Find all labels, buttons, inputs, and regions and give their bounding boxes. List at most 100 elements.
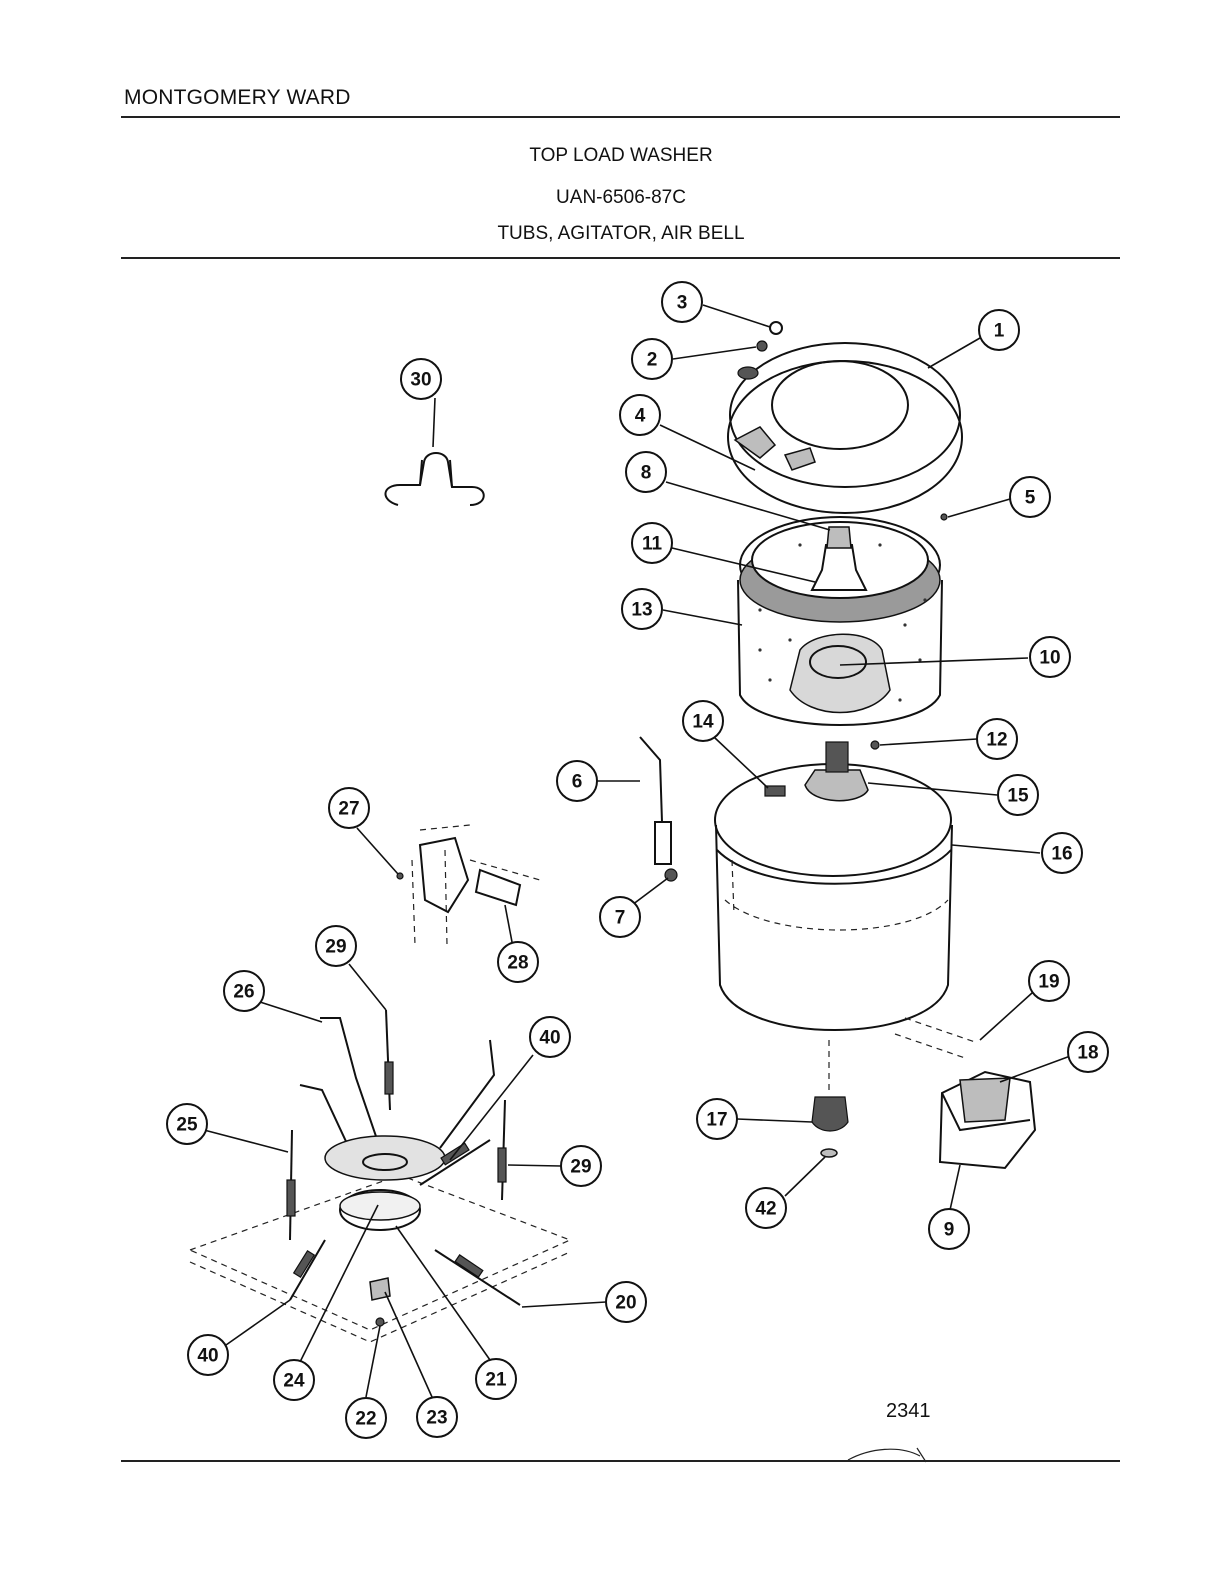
part-21-dome [339, 1189, 421, 1231]
part-6-hose [639, 736, 678, 882]
part-1-tub-cover [727, 342, 963, 514]
svg-text:5: 5 [1025, 488, 1036, 509]
part-30-clip [384, 452, 485, 506]
svg-text:21: 21 [485, 1370, 507, 1391]
svg-text:40: 40 [539, 1028, 560, 1049]
brand-name: MONTGOMERY WARD [124, 86, 351, 109]
callout-9: 9 [928, 1208, 970, 1250]
part-5-screw [940, 513, 948, 521]
svg-text:10: 10 [1039, 648, 1060, 669]
callout-2: 2 [631, 338, 673, 380]
callout-42: 42 [745, 1187, 787, 1229]
callout-18: 18 [1067, 1031, 1109, 1073]
callout-30: 30 [400, 358, 442, 400]
part-27-screw [396, 872, 404, 880]
callout-19: 19 [1028, 960, 1070, 1002]
svg-text:11: 11 [642, 534, 663, 555]
part-16-outer-tub [714, 763, 953, 1031]
callout-17: 17 [696, 1098, 738, 1140]
svg-text:12: 12 [986, 730, 1007, 751]
part-26-support-arms [299, 1017, 496, 1181]
svg-text:8: 8 [641, 463, 652, 484]
header-rule-top [121, 116, 1120, 118]
part-12-screw [870, 740, 880, 750]
part-15-hub [804, 740, 880, 802]
section-title: TUBS, AGITATOR, AIR BELL [497, 223, 745, 244]
callout-29-lower: 29 [560, 1145, 602, 1187]
svg-text:24: 24 [283, 1371, 305, 1392]
callout-12: 12 [976, 718, 1018, 760]
callout-40-lower: 40 [187, 1334, 229, 1376]
callout-7: 7 [599, 896, 641, 938]
callout-10: 10 [1029, 636, 1071, 678]
svg-text:15: 15 [1007, 786, 1029, 807]
svg-text:13: 13 [631, 600, 652, 621]
header-rule-bottom [121, 257, 1120, 259]
part-23-clip [369, 1277, 391, 1301]
callout-5: 5 [1009, 476, 1051, 518]
callout-8: 8 [625, 451, 667, 493]
svg-text:25: 25 [176, 1115, 198, 1136]
callout-1: 1 [978, 309, 1020, 351]
base-frame [188, 1174, 572, 1343]
leader-lines [203, 304, 1074, 1398]
product-title: TOP LOAD WASHER [529, 145, 713, 166]
callout-20: 20 [605, 1281, 647, 1323]
svg-text:28: 28 [507, 953, 528, 974]
part-28-bracket [396, 824, 541, 946]
svg-text:18: 18 [1077, 1043, 1098, 1064]
svg-text:42: 42 [755, 1199, 776, 1220]
callout-26: 26 [223, 970, 265, 1012]
callout-21: 21 [475, 1358, 517, 1400]
callout-4: 4 [619, 394, 661, 436]
svg-text:16: 16 [1051, 844, 1072, 865]
part-11-agitator [810, 544, 868, 591]
svg-text:3: 3 [677, 293, 688, 314]
callout-27: 27 [328, 787, 370, 829]
svg-text:9: 9 [944, 1220, 955, 1241]
svg-text:2: 2 [647, 350, 658, 371]
model-number: UAN-6506-87C [556, 187, 686, 208]
callout-3: 3 [661, 281, 703, 323]
part-8-agitator-cap [826, 526, 852, 549]
callout-11: 11 [631, 522, 673, 564]
svg-text:23: 23 [426, 1408, 447, 1429]
part-14-clip [764, 785, 786, 797]
part-19-hose-guide [894, 1017, 976, 1059]
callout-40-upper: 40 [529, 1016, 571, 1058]
svg-text:6: 6 [572, 772, 583, 793]
svg-text:14: 14 [692, 712, 714, 733]
callout-29-upper: 29 [315, 925, 357, 967]
svg-text:19: 19 [1038, 972, 1059, 993]
part-2-screw [756, 340, 768, 352]
part-42-washer [820, 1148, 838, 1158]
svg-text:27: 27 [338, 799, 359, 820]
svg-text:40: 40 [197, 1346, 218, 1367]
svg-text:20: 20 [615, 1293, 636, 1314]
callout-15: 15 [997, 774, 1039, 816]
part-9-air-bell [938, 1070, 1037, 1170]
part-3-clip [769, 321, 783, 335]
callout-14: 14 [682, 700, 724, 742]
suspension-springs [286, 1009, 521, 1306]
callout-6: 6 [556, 760, 598, 802]
callout-28: 28 [497, 941, 539, 983]
callout-23: 23 [416, 1396, 458, 1438]
svg-text:29: 29 [325, 937, 346, 958]
svg-text:26: 26 [233, 982, 254, 1003]
svg-text:7: 7 [615, 908, 626, 929]
callout-24: 24 [273, 1359, 315, 1401]
svg-text:1: 1 [994, 321, 1005, 342]
svg-text:22: 22 [355, 1409, 376, 1430]
pen-mark [847, 1447, 927, 1463]
svg-text:29: 29 [570, 1157, 591, 1178]
svg-text:17: 17 [706, 1110, 727, 1131]
footer-rule [121, 1460, 1120, 1462]
part-22-screw [375, 1317, 385, 1327]
part-17-nut [811, 1096, 849, 1132]
callout-25: 25 [166, 1103, 208, 1145]
figure-number: 2341 [886, 1400, 931, 1422]
svg-text:4: 4 [635, 406, 646, 427]
svg-text:30: 30 [410, 370, 431, 391]
